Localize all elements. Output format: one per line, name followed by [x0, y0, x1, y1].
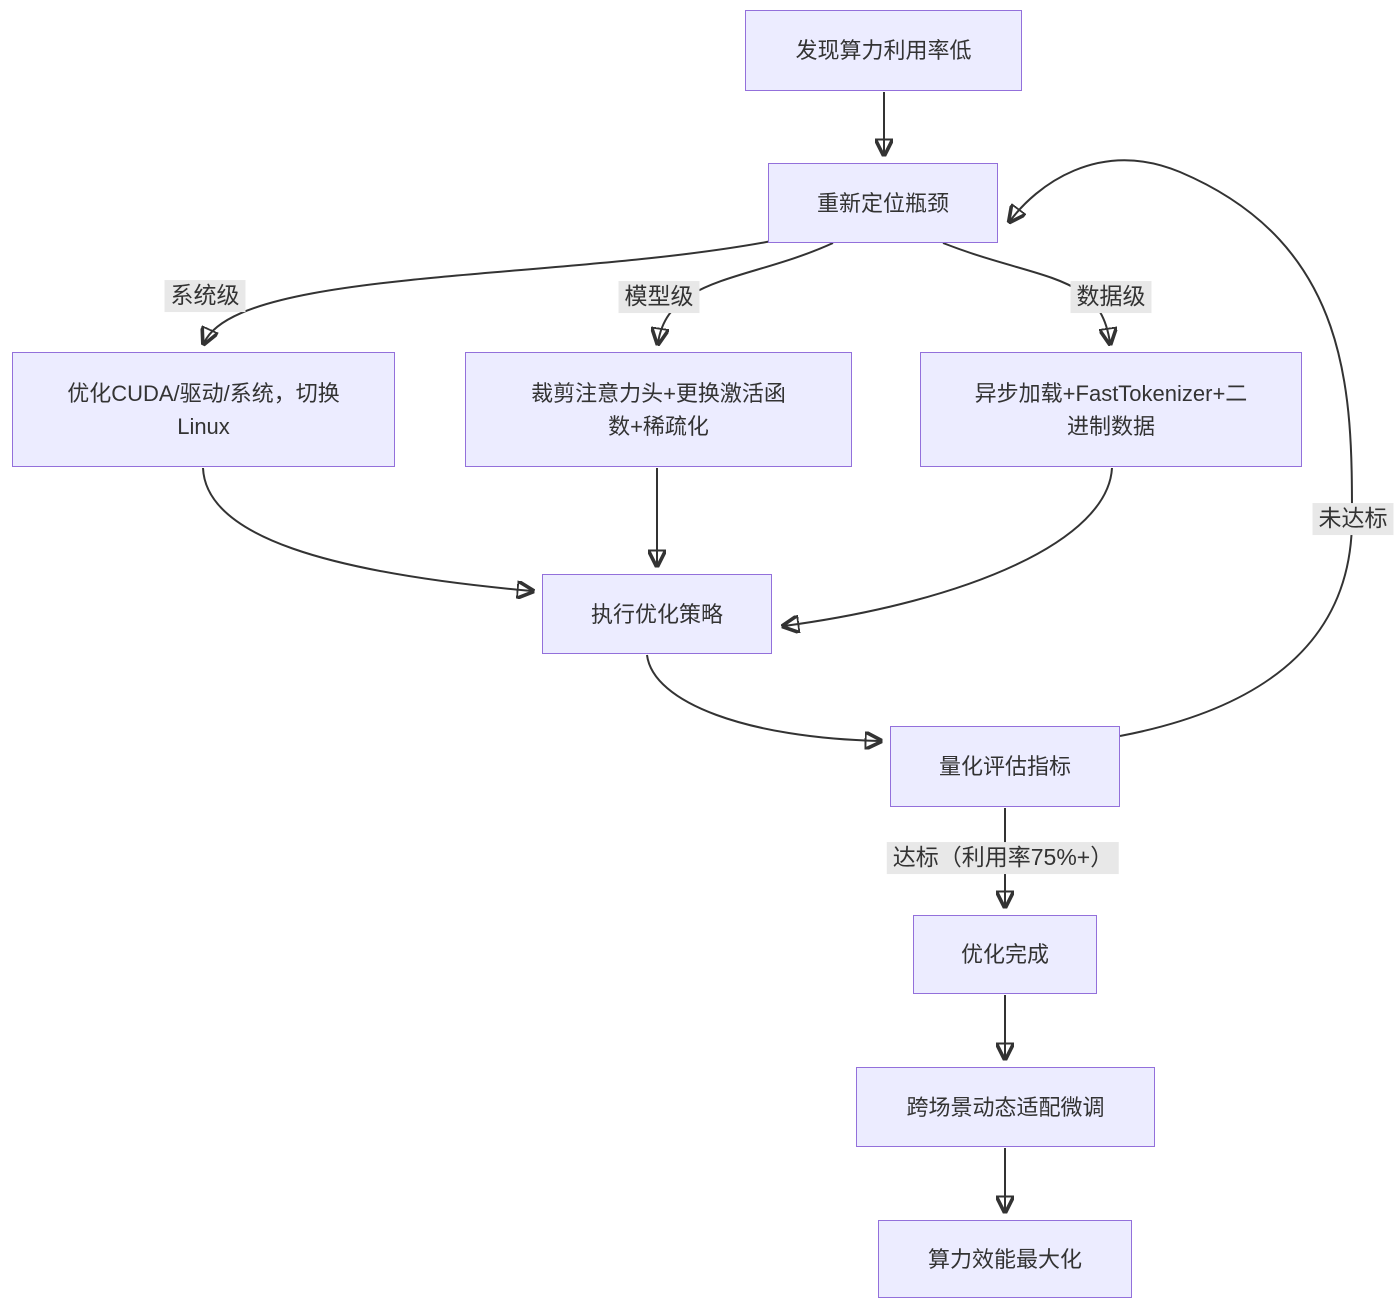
edge-label-data-level: 数据级: [1070, 281, 1152, 313]
edge-label-not-met: 未达标: [1312, 503, 1394, 535]
edge-relocate-to-system: [204, 240, 773, 343]
node-cross-scenario-finetune: 跨场景动态适配微调: [856, 1067, 1155, 1147]
node-discover-low-utilization: 发现算力利用率低: [745, 10, 1022, 91]
edge-label-model-level: 模型级: [618, 281, 700, 313]
edge-data-to-execute: [784, 467, 1113, 626]
node-relocate-bottleneck: 重新定位瓶颈: [768, 163, 998, 243]
node-data-level-optimization: 异步加载+FastTokenizer+二 进制数据: [920, 352, 1302, 467]
edge-evaluate-to-relocate-not-met: [1010, 159, 1354, 737]
node-optimization-complete: 优化完成: [913, 915, 1097, 994]
edge-relocate-to-model: [658, 242, 834, 343]
node-system-level-optimization: 优化CUDA/驱动/系统，切换 Linux: [12, 352, 395, 467]
edge-label-system-level: 系统级: [164, 280, 246, 312]
edge-system-to-execute: [202, 467, 532, 591]
node-maximize-efficiency: 算力效能最大化: [878, 1220, 1132, 1298]
edge-relocate-to-data: [942, 242, 1110, 343]
node-execute-strategy: 执行优化策略: [542, 574, 772, 654]
node-evaluate-metrics: 量化评估指标: [890, 726, 1120, 807]
node-model-level-optimization: 裁剪注意力头+更换激活函 数+稀疏化: [465, 352, 852, 467]
edge-label-met-75-percent: 达标（利用率75%+）: [886, 842, 1120, 874]
edge-execute-to-evaluate: [646, 654, 880, 741]
